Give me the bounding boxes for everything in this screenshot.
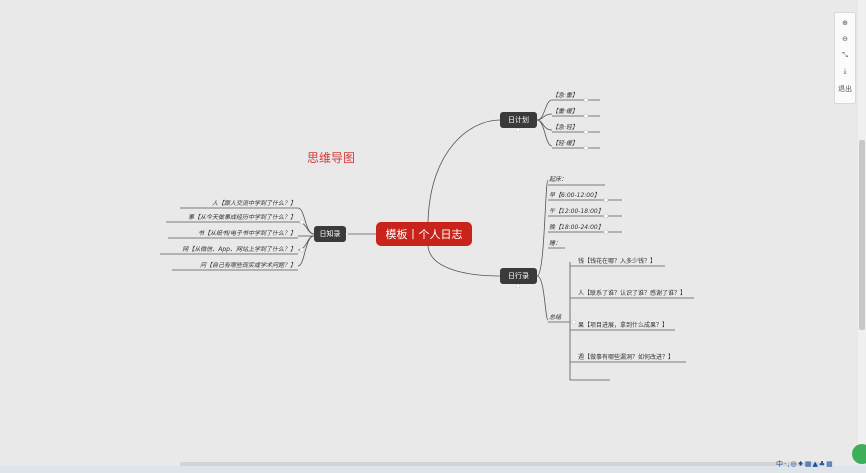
- top-item[interactable]: 【轻·缓】: [552, 140, 578, 147]
- bottom-item-sleep[interactable]: 睡：: [549, 240, 562, 247]
- zoom-out-icon[interactable]: ⊖: [842, 35, 848, 43]
- bottom-item-time[interactable]: 早【6:00-12:00】: [549, 192, 600, 199]
- left-item[interactable]: 事【从今天做事成经历中学到了什么？】: [187, 214, 296, 221]
- branch-node-top[interactable]: 日计划: [500, 112, 537, 128]
- summary-sub-item[interactable]: 人【联系了谁？认识了谁？感谢了谁？】: [578, 290, 687, 297]
- top-item[interactable]: 【急·重】: [552, 92, 578, 99]
- bottom-item-summary[interactable]: 总结: [549, 314, 562, 321]
- fit-icon[interactable]: ⤡: [842, 51, 848, 59]
- summary-sub-item[interactable]: 果【项目进展，拿到什么成果？】: [578, 322, 669, 329]
- summary-sub-item[interactable]: 週【做事有哪些漏洞？如何改进？】: [578, 354, 675, 361]
- exit-button[interactable]: 退出: [838, 85, 852, 93]
- zoom-toolbar: ⊕ ⊖ ⤡ ⤓ 退出: [834, 12, 856, 104]
- zoom-in-icon[interactable]: ⊕: [842, 19, 848, 27]
- page-heading: 思维导图: [307, 151, 356, 165]
- central-node[interactable]: 模板丨个人日志: [376, 222, 472, 246]
- left-item[interactable]: 书【从纸书/电子书中学到了什么？】: [197, 230, 296, 237]
- branch-node-left[interactable]: 日知录: [314, 226, 346, 242]
- left-item[interactable]: 问【自己有哪些现实或学术问题？】: [199, 262, 296, 269]
- top-item[interactable]: 【重·缓】: [552, 108, 578, 115]
- summary-sub-item[interactable]: 钱【钱花在哪？入多少钱？】: [578, 258, 657, 265]
- ime-toolbar[interactable]: 中·,◎♦▦▲♣▦: [776, 460, 834, 468]
- top-item[interactable]: 【急·轻】: [552, 124, 578, 131]
- vertical-scrollbar[interactable]: [859, 140, 865, 330]
- bottom-item-time[interactable]: 晚【18:00-24:00】: [549, 224, 604, 231]
- download-icon[interactable]: ⤓: [843, 67, 847, 75]
- taskbar: [0, 466, 866, 473]
- branch-node-bottom[interactable]: 日行录: [500, 268, 537, 284]
- left-item[interactable]: 人【跟人交流中学到了什么？】: [211, 200, 296, 207]
- left-item[interactable]: 网【从微信、App、网站上学到了什么？】: [182, 246, 296, 253]
- bottom-item-time[interactable]: 午【12:00-18:00】: [549, 208, 604, 215]
- horizontal-scrollbar[interactable]: [180, 462, 820, 468]
- bottom-item-start[interactable]: 起床：: [549, 176, 568, 183]
- assistant-icon[interactable]: [852, 444, 866, 464]
